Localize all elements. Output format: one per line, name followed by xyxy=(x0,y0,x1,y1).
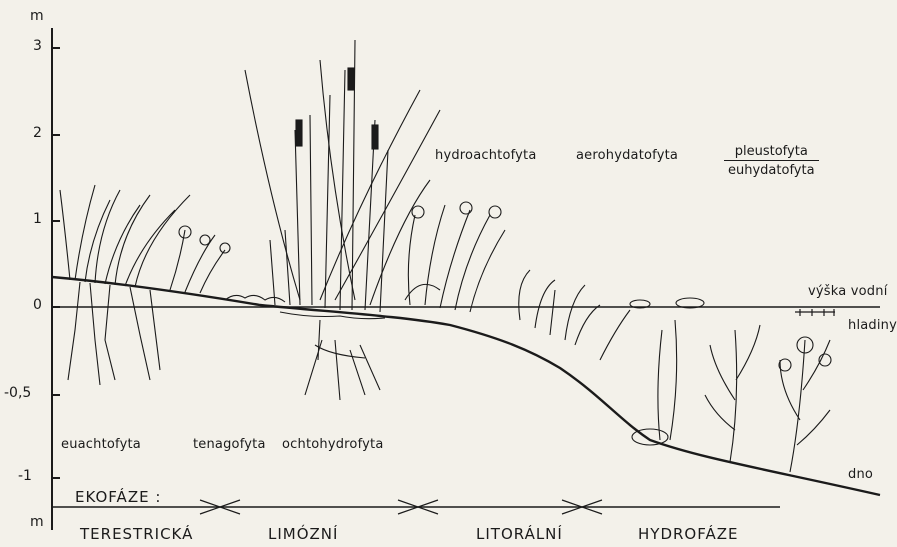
ecophase-litoralni: LITORÁLNÍ xyxy=(476,525,563,543)
label-water-level-2: hladiny xyxy=(848,318,897,333)
axis-unit-top: m xyxy=(30,8,44,24)
axis-tick-label: 2 xyxy=(33,125,42,141)
axis-tick-label: -0,5 xyxy=(4,385,31,401)
ecophase-heading: EKOFÁZE : xyxy=(75,488,161,506)
ecophase-hydrofaze: HYDROFÁZE xyxy=(638,525,739,543)
pleusto-euhydato-fraction: pleustofyta euhydatofyta xyxy=(724,144,819,178)
axis-tick-marks xyxy=(52,48,60,478)
label-bottom: dno xyxy=(848,467,873,482)
water-ripple-marks xyxy=(795,309,835,316)
label-euhydatofyta: euhydatofyta xyxy=(724,161,819,178)
ecophase-limozni: LIMÓZNÍ xyxy=(268,525,338,543)
axis-tick-label: 1 xyxy=(33,211,42,227)
label-water-level: výška vodní xyxy=(808,284,888,299)
ecophase-terestricka: TERESTRICKÁ xyxy=(80,525,193,543)
bottom-profile-line xyxy=(52,277,880,495)
axis-tick-label: -1 xyxy=(18,468,32,484)
axis-unit-bottom: m xyxy=(30,514,44,530)
label-aerohydatofyta: aerohydatofyta xyxy=(576,148,678,163)
axis-tick-label: 0 xyxy=(33,297,42,313)
axis-tick-label: 3 xyxy=(33,38,42,54)
label-tenagofyta: tenagofyta xyxy=(193,437,266,452)
label-ochtohydrofyta: ochtohydrofyta xyxy=(282,437,384,452)
vegetation-sketch xyxy=(60,40,831,472)
label-hydroachtofyta: hydroachtofyta xyxy=(435,148,537,163)
label-euachtofyta: euachtofyta xyxy=(61,437,141,452)
label-pleustofyta: pleustofyta xyxy=(724,144,819,161)
